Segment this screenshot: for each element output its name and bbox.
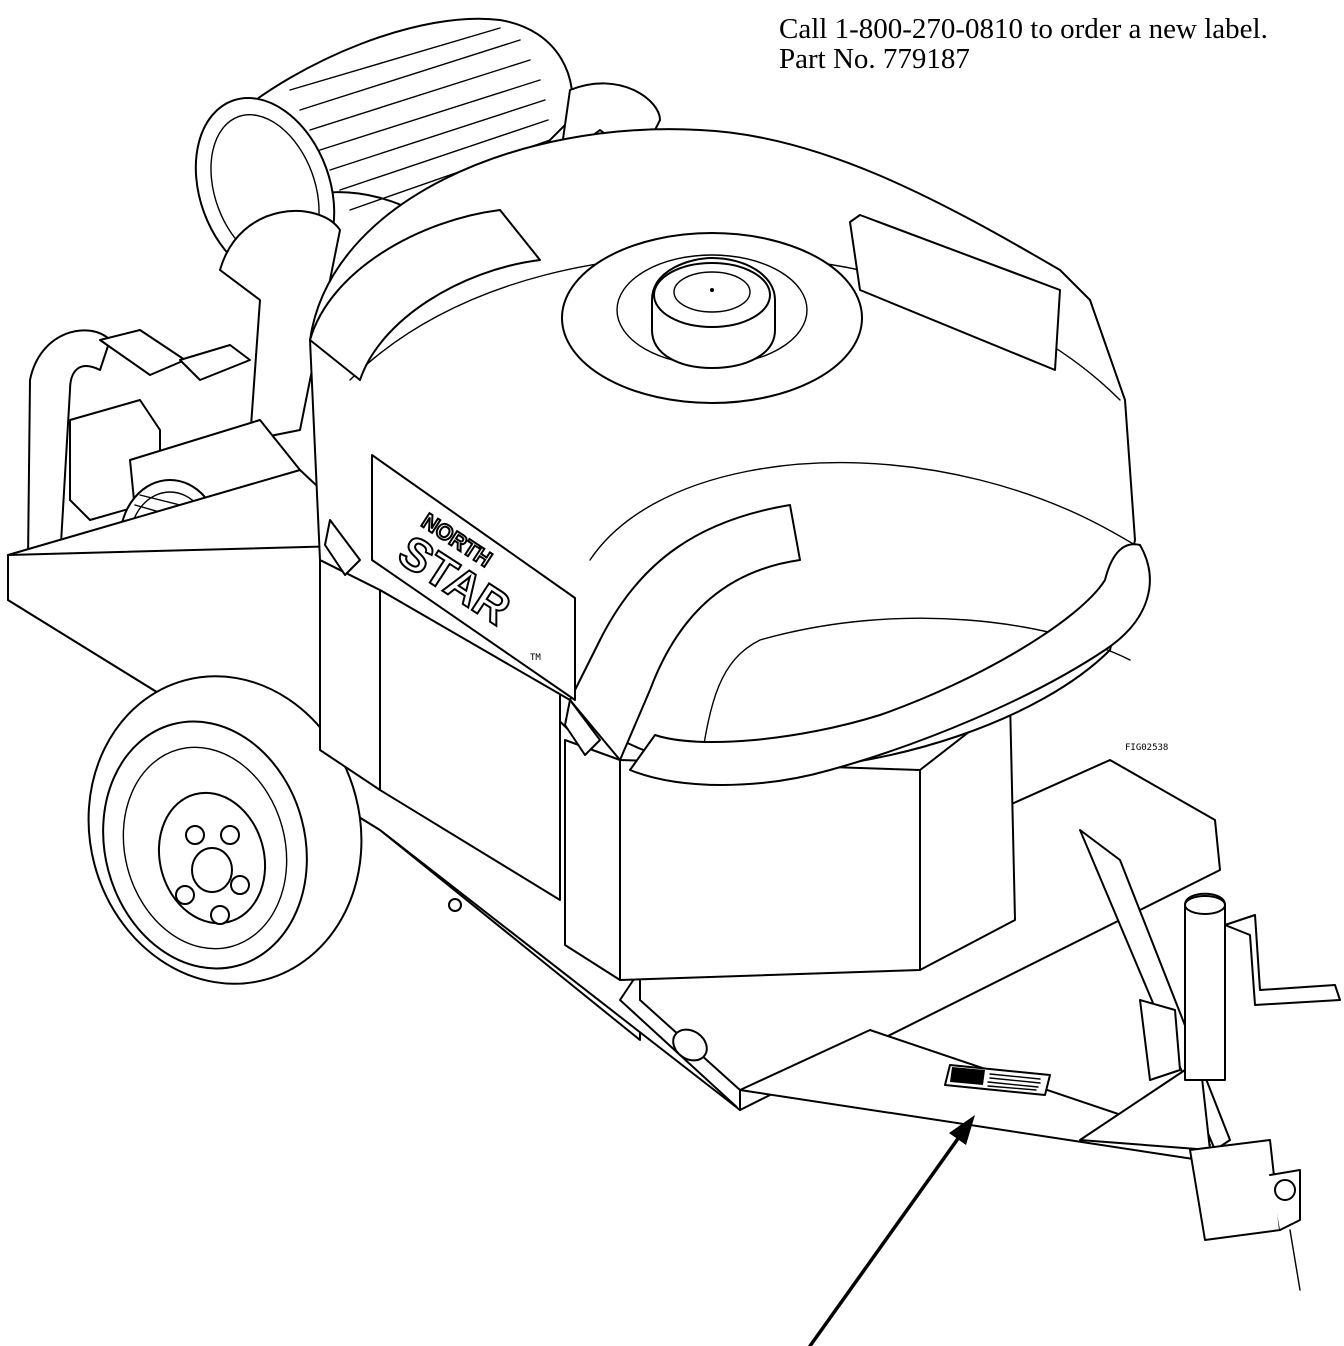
figure-code: FIG02538 [1125, 743, 1168, 753]
trailer-tongue [739, 829, 1341, 1291]
label-decal [944, 1064, 1051, 1096]
trailer-wheel [87, 675, 363, 985]
logo-trademark: TM [530, 653, 541, 663]
tank-straps [309, 209, 1151, 786]
label-pointer-arrow [808, 1115, 975, 1346]
part-number-line: Part No. 779187 [779, 43, 970, 75]
label-order-caption: Call 1-800-270-0810 to order a new label… [779, 14, 1268, 74]
order-phone-line: Call 1-800-270-0810 to order a new label… [779, 13, 1268, 45]
brand-logo-plate: NORTH STAR TM [324, 454, 601, 756]
